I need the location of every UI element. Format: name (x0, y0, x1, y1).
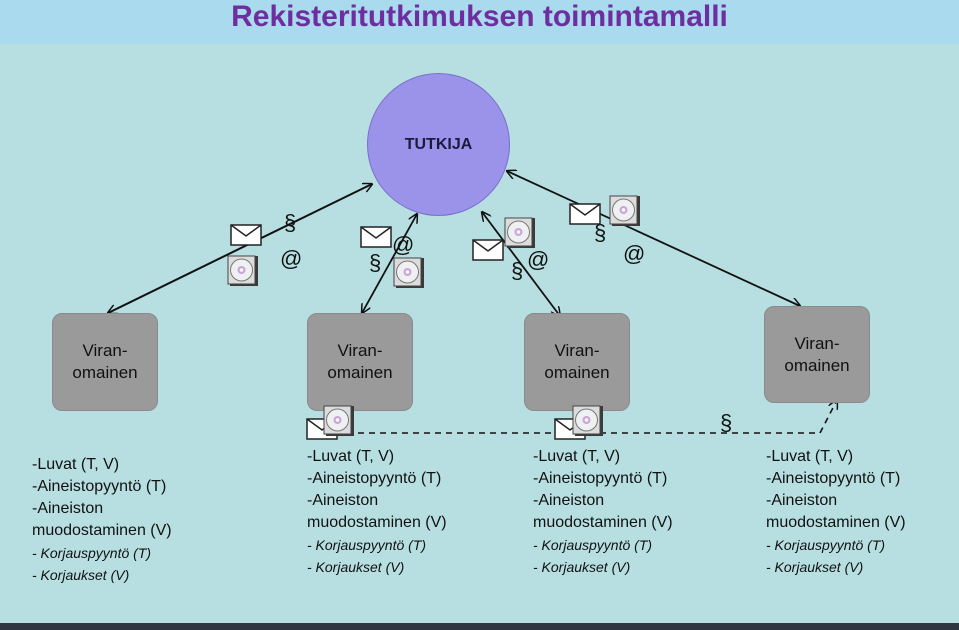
detail-permits: -Luvat (T, V) (307, 448, 395, 465)
authority-3-details: -Luvat (T, V) -Aineistopyyntö (T) -Ainei… (533, 446, 673, 578)
authority-1-details: -Luvat (T, V) -Aineistopyyntö (T) -Ainei… (32, 454, 172, 586)
detail-corrections: - Korjaukset (V) (32, 567, 130, 583)
detail-data-formation-2: muodostaminen (V) (307, 514, 447, 531)
detail-data-formation-2: muodostaminen (V) (766, 514, 906, 531)
authority-2-details: -Luvat (T, V) -Aineistopyyntö (T) -Ainei… (307, 446, 447, 578)
authority-2: Viran- omainen (307, 313, 413, 411)
authority-4-details: -Luvat (T, V) -Aineistopyyntö (T) -Ainei… (766, 446, 906, 578)
detail-data-formation-2: muodostaminen (V) (32, 522, 172, 539)
authority-3-label: Viran- omainen (544, 341, 610, 382)
section-symbol: § (511, 258, 524, 283)
cd-disc-icon (572, 405, 603, 436)
detail-correction-request: - Korjauspyyntö (T) (766, 537, 886, 553)
authority-4-label: Viran- omainen (784, 333, 850, 375)
researcher-label: TUTKIJA (404, 135, 473, 153)
section-symbol: § (720, 410, 733, 435)
at-symbol: @ (527, 247, 550, 272)
detail-correction-request: - Korjauspyyntö (T) (32, 545, 152, 561)
page-title: Rekisteritutkimuksen toimintamalli (231, 0, 728, 33)
cd-disc-icon (609, 195, 640, 226)
at-symbol: @ (392, 232, 415, 257)
bottom-bar (0, 623, 959, 630)
researcher-node: TUTKIJA (367, 73, 510, 216)
envelope-icon (230, 224, 262, 246)
detail-permits: -Luvat (T, V) (32, 456, 120, 473)
envelope-icon (472, 239, 504, 261)
detail-corrections: - Korjaukset (V) (307, 559, 405, 575)
detail-data-formation-1: -Aineiston (533, 492, 605, 509)
link-authority-2 (362, 214, 417, 313)
at-symbol: @ (623, 241, 646, 266)
detail-data-request: -Aineistopyyntö (T) (32, 478, 167, 495)
authority-4: Viran- omainen (764, 306, 870, 403)
detail-correction-request: - Korjauspyyntö (T) (307, 537, 427, 553)
detail-data-request: -Aineistopyyntö (T) (533, 470, 668, 487)
cd-disc-icon (393, 257, 424, 288)
authority-3: Viran- omainen (524, 313, 630, 411)
link-authority-4 (507, 171, 800, 306)
authority-2-label: Viran- omainen (327, 341, 393, 382)
envelope-icon (569, 203, 601, 225)
envelope-icon (360, 226, 392, 248)
cd-disc-icon (323, 405, 354, 436)
section-symbol: § (284, 210, 297, 235)
detail-data-formation-2: muodostaminen (V) (533, 514, 673, 531)
detail-data-formation-1: -Aineiston (766, 492, 838, 509)
section-symbol: § (369, 250, 382, 275)
cd-disc-icon (227, 255, 258, 286)
link-authority-1 (108, 184, 372, 313)
section-symbol: § (594, 220, 607, 245)
detail-data-request: -Aineistopyyntö (T) (766, 470, 901, 487)
cd-disc-icon (504, 217, 535, 248)
detail-permits: -Luvat (T, V) (533, 448, 621, 465)
detail-data-formation-1: -Aineiston (32, 500, 104, 517)
detail-data-formation-1: -Aineiston (307, 492, 379, 509)
title-bar (0, 0, 959, 44)
at-symbol: @ (280, 246, 303, 271)
authority-1-label: Viran- omainen (72, 341, 138, 382)
detail-correction-request: - Korjauspyyntö (T) (533, 537, 653, 553)
detail-permits: -Luvat (T, V) (766, 448, 854, 465)
detail-data-request: -Aineistopyyntö (T) (307, 470, 442, 487)
detail-corrections: - Korjaukset (V) (766, 559, 864, 575)
authority-1: Viran- omainen (52, 313, 158, 411)
detail-corrections: - Korjaukset (V) (533, 559, 631, 575)
